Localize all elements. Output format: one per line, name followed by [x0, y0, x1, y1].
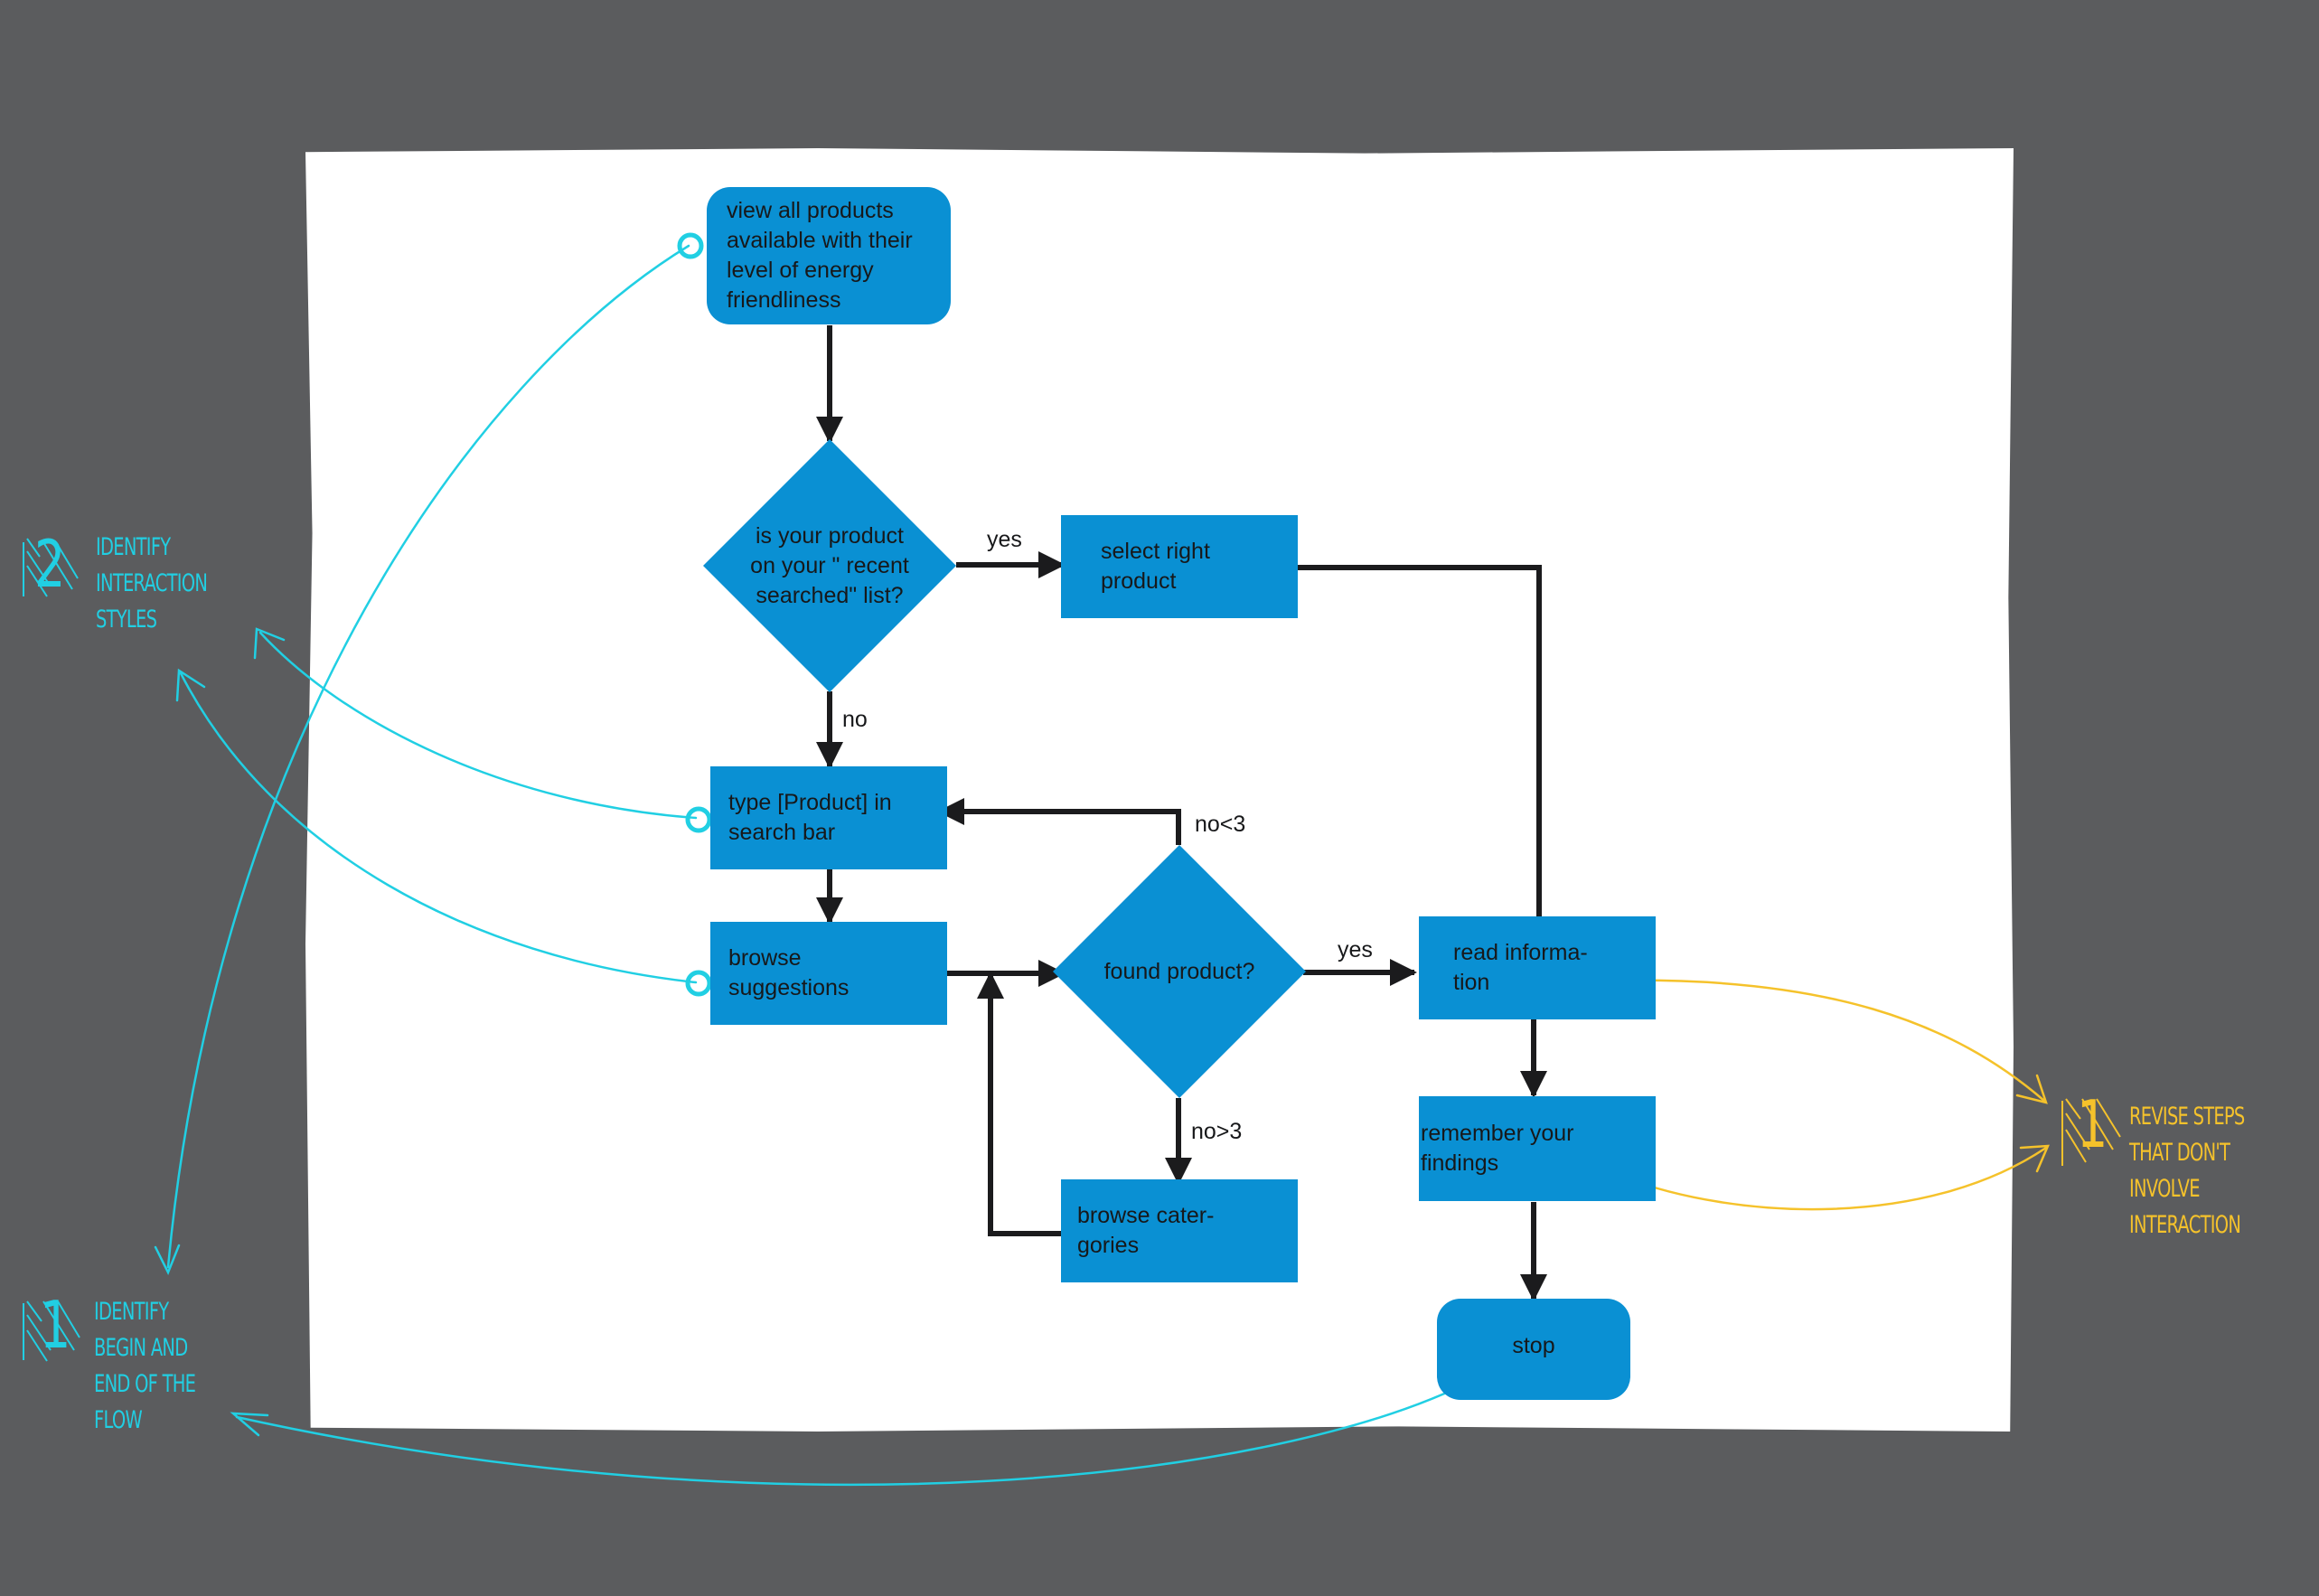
curve-browse-to-styles-note: [179, 671, 698, 984]
hatch-revise-icon: [2061, 1098, 2121, 1166]
annotation-begin-text: identify begin and end of the flow: [94, 1298, 196, 1434]
node-browse-suggestions: browse suggestions: [710, 922, 947, 1025]
node-remember-findings: remember your findings: [1419, 1096, 1656, 1201]
decision-recent-searched-label: is your product on your " recent searche…: [750, 522, 909, 608]
node-type-search-label: type [Product] in search bar: [728, 790, 892, 845]
edge-categories-back-to-found: [977, 972, 1063, 1236]
curve-start-to-begin-note: [166, 244, 690, 1269]
node-browse-categories: browse cater- gories: [1061, 1179, 1298, 1282]
annotation-revise-text: revise steps that don't involve interact…: [2129, 1103, 2245, 1239]
annotation-revise-number: 1: [2077, 1086, 2108, 1162]
curve-remember-to-revise-note: [1620, 1146, 2048, 1211]
decision-recent-searched: is your product on your " recent searche…: [702, 438, 957, 693]
curve-stop-to-begin-note: [235, 1374, 1484, 1487]
arrowhead-revise-2-icon: [2019, 1144, 2050, 1173]
node-view-products-label: view all products available with their l…: [727, 198, 913, 313]
marker-browse-icon: [685, 970, 712, 997]
hatch-begin-icon: [23, 1300, 80, 1362]
curve-search-to-styles-note: [258, 631, 698, 820]
node-select-product: select right product: [1061, 515, 1298, 618]
marker-start-icon: [677, 232, 704, 259]
edge-label-yes-recent: yes: [987, 527, 1022, 552]
edge-label-no-recent: no: [842, 707, 868, 732]
annotation-begin-number: 1: [40, 1287, 71, 1363]
curve-read-to-revise-note: [1607, 979, 2046, 1103]
arrowhead-revise-1-icon: [2015, 1074, 2048, 1104]
edge-found-no-lt3-to-search: [937, 798, 1181, 845]
edge-label-no-lt3: no<3: [1195, 812, 1246, 837]
node-stop-label: stop: [1512, 1332, 1555, 1358]
node-browse-suggestions-label: browse suggestions: [728, 945, 850, 1000]
arrowhead-styles-2-icon: [175, 668, 206, 702]
node-type-search: type [Product] in search bar: [710, 766, 947, 869]
node-select-product-label: select right product: [1101, 539, 1210, 594]
annotation-styles-text: identify interaction styles: [96, 533, 208, 634]
edge-select-to-read: [1296, 565, 1542, 917]
annotation-styles-number: 2: [34, 526, 66, 602]
node-remember-findings-label: remember your findings: [1421, 1121, 1574, 1176]
arrowhead-begin-bottom-icon: [230, 1412, 269, 1437]
arrowhead-styles-1-icon: [253, 627, 286, 660]
decision-found-product: found product?: [1052, 844, 1307, 1099]
node-browse-categories-label: browse cater- gories: [1077, 1203, 1215, 1258]
node-read-information-label: read informa- tion: [1453, 940, 1588, 995]
edge-label-no-gt3: no>3: [1191, 1119, 1243, 1144]
edge-label-yes-found: yes: [1338, 937, 1373, 962]
node-view-products: view all products available with their l…: [707, 187, 951, 324]
decision-found-product-label: found product?: [1103, 958, 1255, 984]
marker-search-icon: [685, 806, 712, 833]
node-stop: stop: [1437, 1299, 1630, 1400]
node-read-information: read informa- tion: [1419, 916, 1656, 1019]
hatch-styles-icon: [23, 538, 79, 597]
arrowhead-begin-note-icon: [154, 1244, 181, 1276]
